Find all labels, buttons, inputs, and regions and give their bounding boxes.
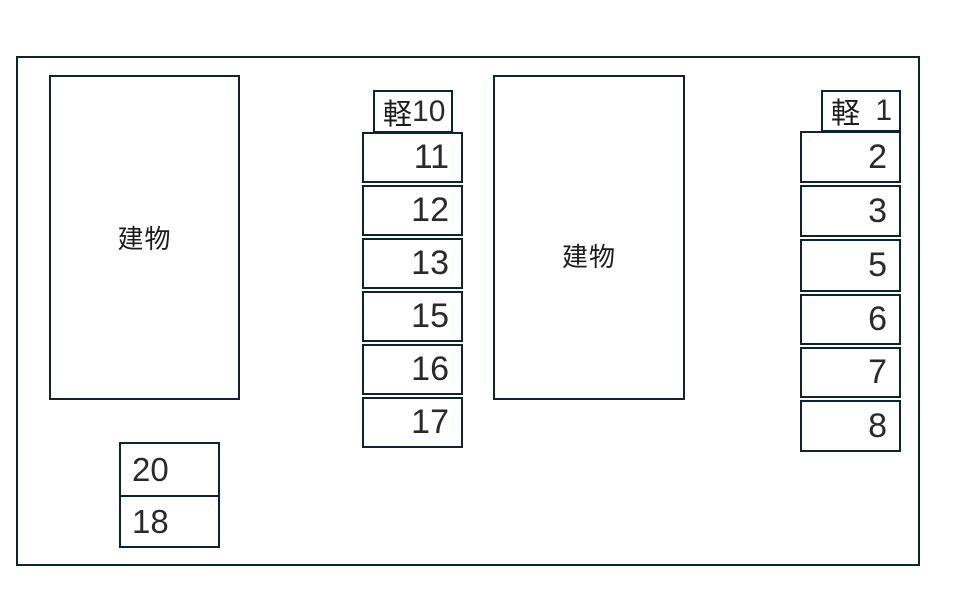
building-left: 建物 bbox=[49, 75, 240, 400]
kei-spot-number: 10 bbox=[412, 94, 446, 128]
parking-spot-20: 20 bbox=[121, 444, 218, 497]
spot-number: 5 bbox=[868, 246, 887, 284]
spot-number: 6 bbox=[868, 300, 887, 338]
parking-spot-13: 13 bbox=[362, 238, 463, 289]
spot-number: 17 bbox=[411, 403, 449, 441]
parking-spot-17: 17 bbox=[362, 397, 463, 448]
spot-number: 15 bbox=[411, 297, 449, 335]
spot-number: 13 bbox=[411, 244, 449, 282]
bottom-spot-group: 20 18 bbox=[119, 442, 220, 548]
parking-spot-kei-10: 軽 10 bbox=[373, 90, 453, 133]
building-middle-label: 建物 bbox=[561, 242, 616, 272]
building-middle: 建物 bbox=[493, 75, 685, 400]
parking-spot-5: 5 bbox=[800, 239, 901, 292]
parking-spot-15: 15 bbox=[362, 291, 463, 342]
parking-spot-12: 12 bbox=[362, 185, 463, 236]
spot-number: 8 bbox=[868, 406, 887, 445]
parking-spot-6: 6 bbox=[800, 294, 901, 345]
building-left-label: 建物 bbox=[117, 224, 172, 254]
kei-prefix-label: 軽 bbox=[383, 98, 413, 131]
spot-number: 20 bbox=[132, 450, 169, 488]
spot-number: 11 bbox=[413, 138, 449, 176]
parking-spot-11: 11 bbox=[362, 132, 463, 183]
spot-number: 2 bbox=[868, 137, 887, 176]
kei-spot-number: 1 bbox=[875, 94, 892, 127]
parking-spot-kei-1: 軽 1 bbox=[821, 90, 901, 132]
parking-spot-18: 18 bbox=[121, 497, 218, 546]
spot-number: 3 bbox=[868, 191, 887, 230]
spot-number: 18 bbox=[132, 502, 169, 540]
parking-spot-2: 2 bbox=[800, 131, 901, 183]
lot-boundary bbox=[16, 56, 920, 566]
parking-spot-3: 3 bbox=[800, 185, 901, 237]
spot-number: 12 bbox=[411, 191, 449, 229]
spot-number: 16 bbox=[411, 350, 449, 388]
parking-spot-7: 7 bbox=[800, 347, 901, 398]
parking-spot-8: 8 bbox=[800, 400, 901, 452]
parking-spot-16: 16 bbox=[362, 344, 463, 395]
spot-number: 7 bbox=[868, 353, 887, 391]
kei-prefix-label: 軽 bbox=[831, 98, 861, 130]
